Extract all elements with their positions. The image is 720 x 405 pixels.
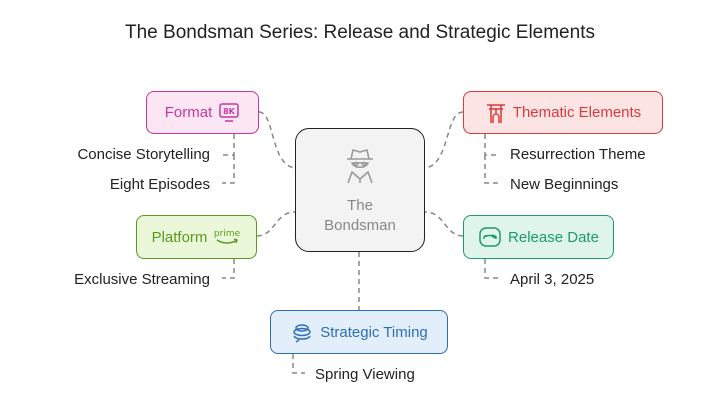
format-label: Format [164,104,213,121]
diagram-title: The Bondsman Series: Release and Strateg… [125,22,595,43]
strategic-timing-node: Strategic Timing [270,310,448,354]
leaf-new-beginnings: New Beginnings [510,176,619,193]
8k-icon: 8K [218,102,240,124]
connector-platform [256,211,296,237]
shrine-icon [485,101,507,125]
leaf-april-3-2025: April 3, 2025 [510,271,595,288]
leaf-concise-storytelling: Concise Storytelling [77,146,210,163]
connector-timing-leaf-1 [292,354,305,374]
connector-thematic-leaf-2 [484,155,498,184]
prime-icon: prime [213,227,241,247]
thematic-elements-node: Thematic Elements [463,91,663,134]
release-date-label: Release Date [508,228,599,246]
platform-node: Platform prime [136,215,257,259]
connector-platform-leaf-1 [222,259,235,279]
spiral-icon [290,320,314,344]
leaf-exclusive-streaming: Exclusive Streaming [74,271,210,288]
leaf-spring-viewing: Spring Viewing [315,366,415,383]
connector-format-leaf-2 [222,155,235,184]
connector-format-leaf-1 [222,134,235,156]
spy-icon [339,145,381,192]
format-node: Format 8K [146,91,259,134]
release-date-node: Release Date [463,215,614,259]
connector-format [258,111,296,169]
svg-text:prime: prime [214,229,241,239]
connector-release-leaf-1 [484,259,498,279]
platform-label: Platform [151,228,208,246]
svg-text:8K: 8K [223,107,236,116]
center-label-line1: The [347,196,373,214]
center-label-line2: Bondsman [324,216,396,234]
gamepad-icon [478,225,502,249]
leaf-eight-episodes: Eight Episodes [109,176,210,193]
thematic-elements-label: Thematic Elements [512,104,642,121]
center-node: The Bondsman [295,128,425,252]
strategic-timing-label: Strategic Timing [320,323,428,341]
connector-thematic-leaf-1 [484,134,498,156]
leaf-resurrection-theme: Resurrection Theme [510,146,646,163]
connector-thematic [424,111,464,169]
connector-release [424,211,464,237]
